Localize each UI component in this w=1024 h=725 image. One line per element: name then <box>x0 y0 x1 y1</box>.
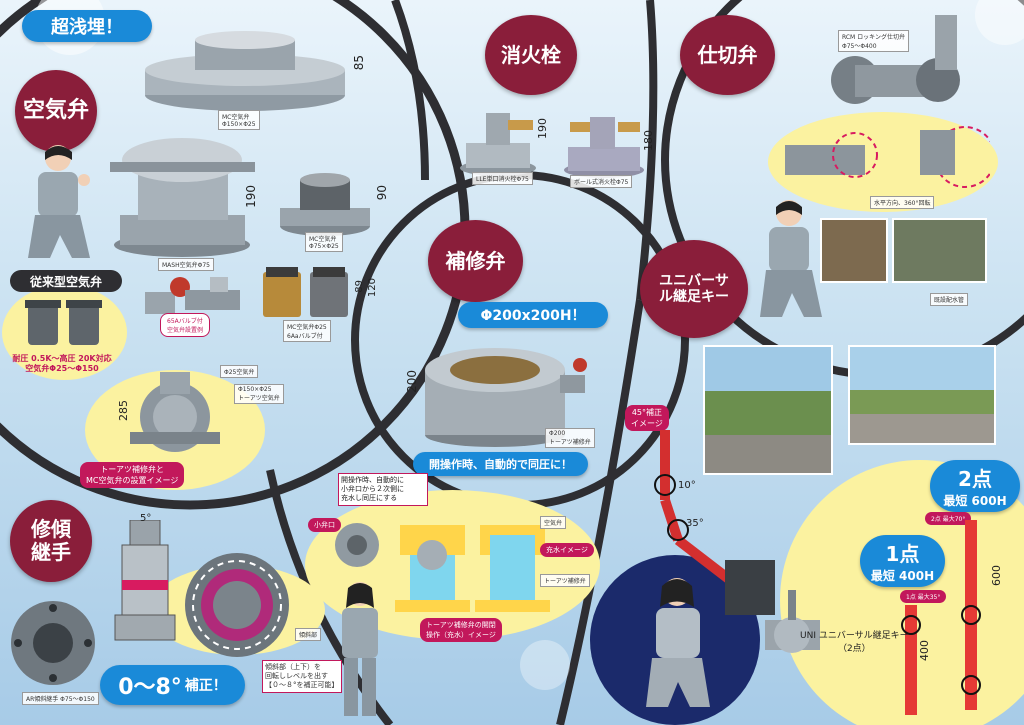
gate-photo-1 <box>820 218 888 283</box>
conventional-label: 従来型空気弁 <box>10 270 122 292</box>
repair-label-tokotsu: トーアツ補修弁 <box>540 574 590 587</box>
mc-air-valve-large <box>145 31 345 111</box>
staff-photo-repair <box>342 582 378 716</box>
tilt-joint-flange <box>11 601 95 685</box>
conventional-spec: 耐圧 0.5K～高圧 20K対応 空気弁Φ25～Φ150 <box>12 354 112 374</box>
gate-rotation-diagram <box>785 126 990 188</box>
tilt-side-label: 傾斜部 <box>295 628 322 641</box>
hydrant-caption-double: ボール式消火栓Φ75 <box>570 175 633 188</box>
tokotsu-install-valve <box>130 372 220 452</box>
staff-photo-key <box>646 578 710 707</box>
dim-90: 90 <box>375 185 389 201</box>
mash-air-valve <box>110 138 255 257</box>
caption-small-air: Φ25空気弁 <box>220 365 259 378</box>
mc-air-valve-small-pair <box>263 267 348 317</box>
key-photo-2 <box>848 345 996 445</box>
sixty-five-a-example <box>145 277 240 314</box>
repair-size-pill: Φ200x200H！ <box>458 302 608 328</box>
tilt-joint-rotation <box>185 553 289 657</box>
repair-label-filling: 充水イメージ <box>540 543 594 557</box>
shallow-badge: 超浅埋！ <box>22 10 152 42</box>
key-correction-diagram <box>654 430 775 615</box>
dim-89: 89 <box>354 280 365 293</box>
key-photo-1 <box>703 345 833 475</box>
key-dim-400: 400 <box>918 640 931 661</box>
tilt-joint-caption: AR傾斜継手 Φ75～Φ150 <box>22 692 99 705</box>
conventional-bg <box>2 285 127 380</box>
key-dim-600: 600 <box>990 565 1003 586</box>
repair-small-port: 小弁口 <box>308 518 341 532</box>
repair-operation-pill: 開操作時、自動的で同圧に！ <box>413 452 588 476</box>
key-universal-valve <box>765 590 820 653</box>
gate-caption-rcm: RCM ロッキング仕切弁 Φ75～Φ400 <box>838 30 909 52</box>
tilt-adjust-note: 傾斜部（上下）を 回転しレベルを出す 【０～８°を補正可能】 <box>262 660 342 694</box>
gate-caption-rotation: 水平方向、360°回転 <box>870 196 935 209</box>
conventional-air-valves <box>25 300 102 345</box>
tilt-joint-title: 修傾 継手 <box>10 500 92 582</box>
gate-valve-title: 仕切弁 <box>680 15 775 95</box>
key-bars <box>901 520 981 715</box>
gate-photo-2 <box>892 218 987 283</box>
universal-key-title: ユニバーサル継足キー <box>640 240 748 338</box>
hydrant-single <box>460 113 536 176</box>
repair-cutaway-2 <box>475 525 550 612</box>
hydrant-dim-180: 180 <box>642 130 655 151</box>
tilt-joint-diagram <box>114 520 176 641</box>
key-two-point-detail: 2点 最大70° <box>925 512 972 525</box>
key-correction: 45°補正 イメージ <box>625 405 669 431</box>
hydrant-title: 消火栓 <box>485 15 577 95</box>
dim-120: 120 <box>367 278 378 298</box>
air-valve-title: 空気弁 <box>15 70 97 152</box>
repair-dim-200: 200 <box>405 370 419 393</box>
key-angle-10: 10° <box>678 480 696 491</box>
caption-tokotsu-air: Φ150×Φ25 トーアツ空気弁 <box>234 384 284 404</box>
repair-callout: 開操作時、自動的に 小弁口から２次側に 充水し同圧にする <box>338 473 428 507</box>
tilt-correction-pill: 0～8°補正！ <box>100 665 245 705</box>
install-image-caption: トーアツ補修弁と MC空気弁の設置イメージ <box>80 462 185 488</box>
repair-small-port-img <box>335 523 379 567</box>
repair-valve-title: 補修弁 <box>428 220 523 302</box>
caption-65a: 65Aバルブ付 空気弁設置例 <box>160 313 211 337</box>
dim-85: 85 <box>352 55 366 71</box>
repair-valve-main <box>425 348 587 447</box>
repair-cutaway-1 <box>395 525 470 612</box>
dim-190: 190 <box>244 185 258 208</box>
key-angle-35: 35° <box>686 518 704 529</box>
dim-285: 285 <box>117 400 130 421</box>
caption-mc-air-valve-3: MC空気弁Φ25 6Aaバルブ付 <box>283 320 331 342</box>
staff-photo-gate <box>760 200 822 317</box>
key-one-point-detail: 1点 最大35° <box>900 590 947 603</box>
gate-valve-main <box>831 15 960 104</box>
key-one-point: 1点 最短 400H <box>860 535 945 587</box>
hydrant-caption-llc: LLE単口消火栓Φ75 <box>472 172 533 185</box>
key-caption: UNI ユニバーサル継足キー （2点） <box>800 631 909 654</box>
hydrant-dim-190: 190 <box>536 118 549 139</box>
repair-caption: Φ200 トーアツ補修弁 <box>545 428 595 448</box>
caption-mc-air-valve-2: MC空気弁 Φ75×Φ25 <box>305 232 343 252</box>
repair-cutaway-caption: トーアツ補修弁の開閉 操作（充水）イメージ <box>420 618 502 642</box>
mc-air-valve-medium <box>280 173 370 236</box>
hydrant-double <box>564 117 644 178</box>
repair-label-air: 空気弁 <box>540 516 567 529</box>
key-two-point: 2点 最短 600H <box>930 460 1020 512</box>
caption-mc-air-valve-1: MC空気弁 Φ150×Φ25 <box>218 110 260 130</box>
tilt-angle: 5° <box>140 513 152 524</box>
staff-photo-air-valve <box>28 145 90 258</box>
caption-mash: MASH空気弁Φ75 <box>158 258 214 271</box>
gate-caption-install: 既設配水管 <box>930 293 969 306</box>
